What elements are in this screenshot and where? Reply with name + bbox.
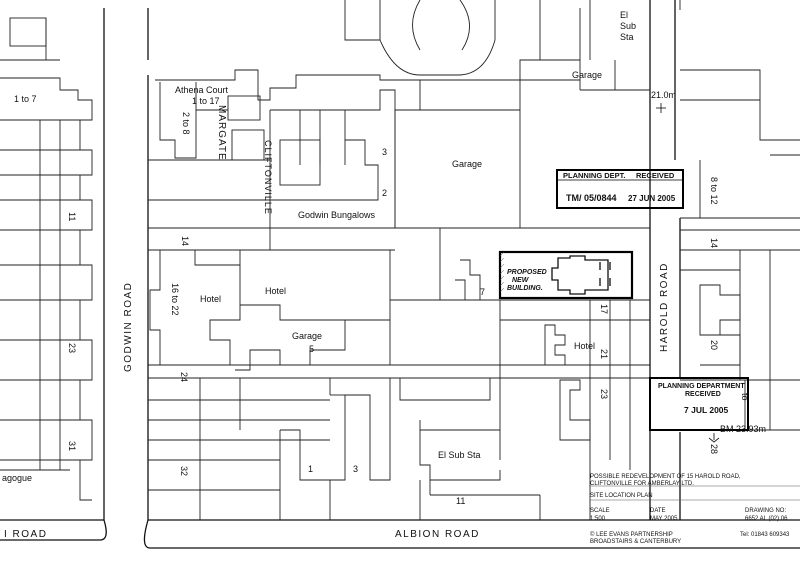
- harold-road-label: HAROLD ROAD: [659, 262, 670, 352]
- num-2-to-8: 2 to 8: [181, 112, 191, 135]
- garage-lower: Garage: [292, 331, 322, 341]
- hotel-2: Hotel: [265, 286, 286, 296]
- num-23-left: 23: [67, 343, 77, 353]
- garage-lower-num: 5: [309, 344, 314, 354]
- proposed-label-3: BUILDING.: [507, 285, 543, 292]
- map-symbols: [656, 103, 720, 443]
- num-32: 32: [179, 466, 189, 476]
- garage-top-right: Garage: [572, 70, 602, 80]
- planning-received-stamp: PLANNING DEPT. RECEIVED TM/ 05/0844 27 J…: [556, 169, 684, 209]
- godwin-bungalows: Godwin Bungalows: [298, 210, 376, 220]
- tb-date-label: DATE: [650, 508, 666, 514]
- num-28: 28: [709, 444, 719, 454]
- synagogue-label: agogue: [2, 473, 32, 483]
- title-block: POSSIBLE REDEVELOPMENT OF 15 HAROLD ROAD…: [590, 474, 800, 545]
- num-31: 31: [67, 441, 77, 451]
- num-1-to-7: 1 to 7: [14, 94, 37, 104]
- tb-drawing: 6652 AL (02) 06: [745, 516, 788, 522]
- stamp-received-line1b: RECEIVED: [636, 171, 675, 180]
- tb-tel: Tel: 01843 609343: [740, 532, 790, 538]
- stamp-dept-date: 7 JUL 2005: [684, 405, 729, 415]
- tb-scale: 1:500: [590, 516, 606, 522]
- benchmark: BM 23.93m: [720, 424, 766, 434]
- lower-central: [148, 378, 541, 520]
- garage-center: Garage: [452, 159, 482, 169]
- num-to: to: [740, 393, 750, 401]
- harold-west-frontage: [499, 299, 650, 520]
- num-20: 20: [709, 340, 719, 350]
- stamp-received-ref: TM/ 05/0844: [566, 193, 617, 203]
- num-21: 21: [599, 349, 609, 359]
- el-sub-sta-bottom: El Sub Sta: [438, 450, 481, 460]
- athena-block: [148, 82, 650, 251]
- spot-height: 21.0m: [651, 90, 676, 100]
- num-3-top: 3: [382, 147, 387, 157]
- tb-date: MAY 2005: [650, 516, 678, 522]
- albion-road-left-label: I ROAD: [4, 529, 47, 540]
- godwin-road-label: GODWIN ROAD: [123, 282, 134, 372]
- road-names: GODWIN ROAD HAROLD ROAD ALBION ROAD I RO…: [4, 105, 670, 540]
- stamp-dept-line2: RECEIVED: [685, 391, 721, 398]
- top-central: [155, 0, 650, 101]
- west-terrace: [0, 17, 93, 501]
- num-16-to-22: 16 to 22: [170, 283, 180, 316]
- hotel-1: Hotel: [200, 294, 221, 304]
- athena-court-label: Athena Court: [175, 85, 229, 95]
- proposed-site: [498, 250, 634, 300]
- num-23-right: 23: [599, 389, 609, 399]
- house-numbers: 1 to 7 2 to 8 11 14 16 to 22 23 24 31 32…: [14, 94, 750, 506]
- num-3-bottom: 3: [353, 464, 358, 474]
- feature-labels: Athena Court 1 to 17 El Sub Sta Garage G…: [2, 10, 766, 483]
- central-garage: [394, 80, 521, 228]
- num-17: 17: [599, 304, 609, 314]
- planning-department-stamp: PLANNING DEPARTMENT RECEIVED 7 JUL 2005: [649, 377, 749, 431]
- tb-firm: © LEE EVANS PARTNERSHIP: [590, 531, 673, 538]
- num-11-bottom: 11: [456, 496, 465, 506]
- num-2-mid: 2: [382, 188, 387, 198]
- tb-location: BROADSTAIRS & CANTERBURY: [590, 539, 681, 545]
- num-11-left: 11: [67, 212, 77, 221]
- hotel-3: Hotel: [574, 341, 595, 351]
- tb-plan: SITE LOCATION PLAN: [590, 493, 653, 499]
- athena-court-range: 1 to 17: [192, 96, 220, 106]
- hotel-block: [148, 228, 500, 379]
- cliftonville-label: CLIFTONVILLE: [263, 140, 273, 215]
- tb-desc-2: CLIFTONVILLE FOR AMBERLAY LTD.: [590, 481, 694, 487]
- el-sub-sta-top-2: Sub: [620, 21, 636, 31]
- tb-drawing-label: DRAWING NO:: [745, 508, 786, 514]
- num-8-to-12: 8 to 12: [709, 177, 719, 205]
- num-24: 24: [179, 372, 189, 382]
- el-sub-sta-top-3: Sta: [620, 32, 634, 42]
- margate-label: MARGATE: [216, 105, 227, 161]
- num-1-bottom: 1: [308, 464, 313, 474]
- stamp-received-date: 27 JUN 2005: [628, 194, 676, 203]
- harold-east-frontage: [679, 0, 800, 431]
- num-7: 7: [480, 287, 485, 297]
- tb-scale-label: SCALE: [590, 508, 610, 514]
- tb-desc-1: POSSIBLE REDEVELOPMENT OF 15 HAROLD ROAD…: [590, 474, 741, 480]
- num-14-right: 14: [709, 238, 719, 248]
- albion-road-label: ALBION ROAD: [395, 529, 480, 540]
- proposed-label-1: PROPOSED: [507, 269, 547, 276]
- stamp-received-line1: PLANNING DEPT.: [563, 171, 626, 180]
- num-14: 14: [180, 236, 190, 246]
- road-edges: [0, 0, 800, 549]
- el-sub-sta-top-1: El: [620, 10, 628, 20]
- proposed-label-2: NEW: [512, 277, 530, 284]
- stamp-dept-line1: PLANNING DEPARTMENT: [658, 383, 745, 390]
